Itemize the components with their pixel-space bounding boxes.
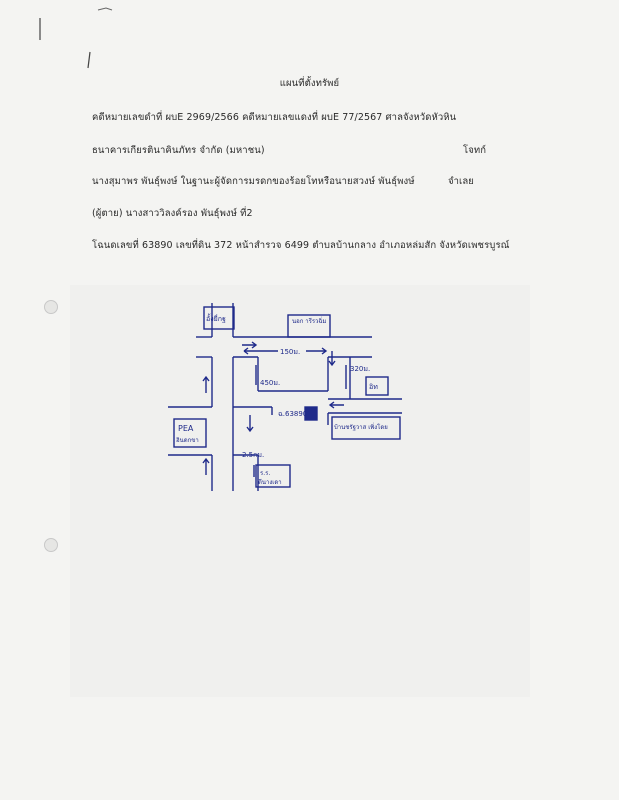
map-label-dist-150: 150ม.	[280, 348, 300, 356]
defendant-2: (ผู้ตาย) นางสาววิลงค์รอง พันธุ์พงษ์ ที่2	[92, 208, 253, 219]
map-label-rp: ร.ร.	[260, 470, 270, 477]
plaintiff-name: ธนาคารเกียรตินาคินภัทร จำกัด (มหาชน)	[92, 145, 265, 156]
case-number-line: คดีหมายเลขดำที่ ผบE 2969/2566 คดีหมายเลข…	[92, 112, 457, 123]
punch-hole	[44, 300, 58, 314]
map-label-shop2: อิท	[369, 383, 378, 391]
map-label-rp-sub: ดีนางเดา	[258, 478, 282, 486]
defendant-role: จำเลย	[448, 176, 474, 187]
map-label-pea-sub: ฮินดกขา	[176, 437, 199, 444]
map-label-dist-25km: 2.5กม.	[242, 451, 264, 459]
deed-details: โฉนดเลขที่ 63890 เลขที่ดิน 372 หน้าสำรวจ…	[92, 240, 510, 251]
map-label-dist-320: 320ม.	[350, 365, 370, 373]
map-label-house: บ้านชรัฐวาส เพิ่งโดย	[334, 423, 388, 431]
punch-hole	[44, 538, 58, 552]
map-label-school: นอก ารีรวฉิ่ม	[292, 317, 327, 325]
map-label-dist-450: 450ม.	[260, 379, 280, 387]
scanned-map-area	[70, 285, 530, 697]
map-label-pea: PEA	[178, 424, 194, 433]
location-map: อั้งยี่กฐ นอก ารีรวฉิ่ม 150ม. 320ม. อิท …	[168, 303, 402, 491]
map-label-deed-no: ฉ.63890	[278, 410, 307, 418]
plaintiff-role: โจทก์	[463, 145, 487, 156]
defendant-name: นางสุมาพร พันธุ์พงษ์ ในฐานะผู้จัดการมรดก…	[92, 176, 415, 187]
page-title: แผนที่ตั้งทรัพย์	[279, 78, 340, 89]
map-label-shop: อั้งยี่กฐ	[206, 312, 226, 323]
